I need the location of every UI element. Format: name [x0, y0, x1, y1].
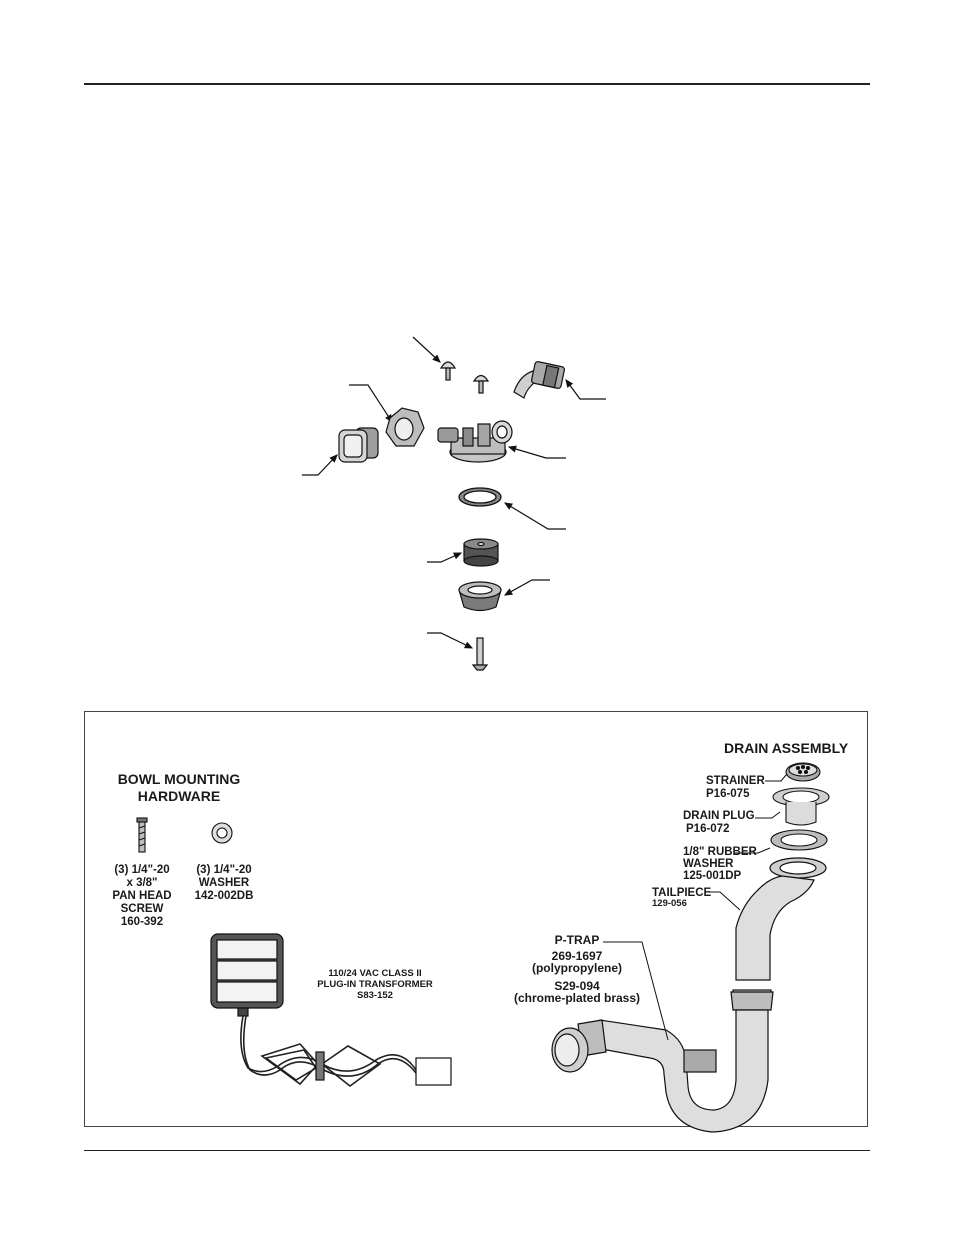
tailpiece-label: TAILPIECE [652, 887, 712, 899]
rubber-washer-label-1: 1/8" RUBBER [683, 846, 757, 858]
seat-part [458, 581, 502, 612]
screw-label-3: PAN HEAD [112, 890, 172, 902]
ptrap-part-2: S29-094 [554, 979, 600, 993]
drain-assembly-title: DRAIN ASSEMBLY [724, 740, 849, 756]
rubber-washer-part-number: 125-001DP [683, 870, 742, 882]
leader-seat [503, 579, 550, 596]
bowl-mounting-title-1: BOWL MOUNTING [117, 771, 241, 787]
leader-body [507, 445, 566, 459]
bottom-rule [84, 1150, 870, 1151]
rubber-washer-label-2: WASHER [683, 858, 734, 870]
valve-body-part [437, 420, 513, 463]
washer-part-number: 142-002DB [194, 890, 254, 902]
tailpiece-part-number: 129-056 [652, 898, 687, 909]
transformer-label-1: 110/24 VAC CLASS II [328, 968, 422, 979]
ptrap-material-1: (polypropylene) [531, 961, 622, 975]
transformer-label-2: PLUG-IN TRANSFORMER [317, 979, 433, 990]
ptrap-material-2: (chrome-plated brass) [513, 991, 641, 1005]
bowl-mounting-title-2: HARDWARE [137, 788, 221, 804]
leader-plug [427, 552, 463, 563]
hex-nut-part [385, 407, 425, 447]
drain-plug-label: DRAIN PLUG [683, 810, 755, 822]
washer-label-1: (3) 1/4"-20 [196, 864, 252, 876]
bolt-part [471, 637, 489, 671]
screw-part-number: 160-392 [120, 916, 164, 928]
pan-head-screw-part [439, 361, 457, 381]
screw-label-4: SCREW [120, 903, 164, 915]
drain-plug-part-number: P16-072 [686, 823, 730, 835]
strainer-part-number: P16-075 [706, 788, 750, 800]
top-rule [84, 83, 870, 85]
ptrap-part-1: 269-1697 [551, 949, 603, 963]
o-ring-part [458, 487, 502, 507]
elbow-fitting-part [513, 361, 566, 399]
cap-part [338, 427, 379, 463]
leader-elbow [565, 379, 606, 400]
valve-exploded-diagram [302, 336, 606, 671]
leader-nut [349, 384, 393, 424]
transformer-part-number: S83-152 [357, 990, 393, 1001]
screw-label-1: (3) 1/4"-20 [114, 864, 170, 876]
leader-cap [302, 454, 338, 476]
screw-label-2: x 3/8" [126, 877, 158, 889]
hardware-kit-frame [84, 711, 868, 1127]
leader-screw [412, 336, 441, 363]
washer-label-2: WASHER [198, 877, 250, 889]
ptrap-label: P-TRAP [554, 933, 600, 947]
leader-oring [503, 502, 566, 530]
leader-bolt [427, 632, 474, 649]
plug-part [463, 538, 499, 567]
pan-head-screw-part-2 [472, 374, 490, 394]
strainer-label: STRAINER [706, 775, 765, 787]
